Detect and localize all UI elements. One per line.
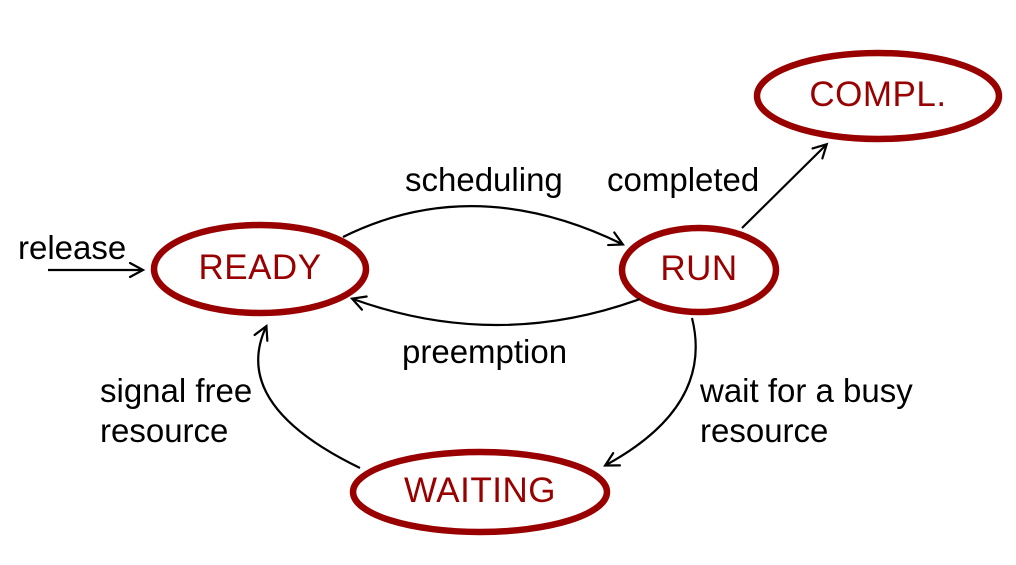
transition-arrow-preemption	[349, 295, 641, 327]
transition-label-completed: completed	[607, 161, 760, 198]
state-ellipse-ready	[150, 221, 370, 317]
transition-label-preemption: preemption	[402, 333, 568, 370]
state-ellipse-waiting	[349, 448, 611, 536]
state-label-ready: READY	[198, 248, 322, 288]
transition-arrow-wait-busy	[603, 317, 697, 467]
state-label-run: RUN	[660, 249, 738, 289]
transition-arrow-scheduling	[342, 205, 625, 247]
state-label-compl: COMPL.	[809, 75, 947, 115]
transition-label-signal-free: signal free resource	[100, 372, 253, 449]
transition-label-release: release	[18, 229, 127, 266]
state-ellipse-run	[618, 224, 780, 316]
transition-label-scheduling: scheduling	[405, 161, 563, 198]
state-ellipse-compl	[753, 49, 1003, 143]
state-label-waiting: WAITING	[404, 471, 556, 511]
transition-arrow-signal-free	[253, 323, 361, 469]
transition-arrow-completed	[741, 142, 829, 229]
transition-label-wait-busy: wait for a busy resource	[700, 372, 913, 449]
